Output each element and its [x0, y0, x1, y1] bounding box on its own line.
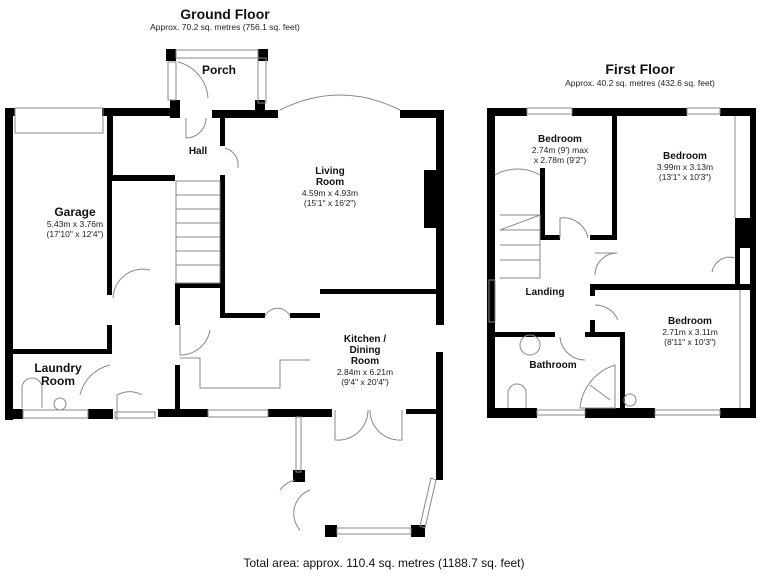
room-dims-metric: 2.74m (9') max — [531, 145, 589, 155]
room-name: Garage — [54, 205, 96, 219]
room-dims-metric: 2.71m x 3.11m — [662, 327, 718, 337]
room-hall: Hall — [178, 146, 218, 157]
room-name-line2: Dining — [349, 345, 381, 356]
first-floor-walls — [487, 108, 756, 418]
room-name: Bedroom — [668, 316, 712, 327]
room-landing: Landing — [515, 287, 575, 298]
room-bedroom-small: Bedroom 2.74m (9') max x 2.78m (9'2") — [520, 134, 600, 165]
first-floor-title: First Floor — [605, 61, 675, 77]
ground-floor-fixtures — [14, 49, 437, 535]
room-name-line2: Room — [41, 374, 75, 388]
room-dims-metric: 3.99m x 3.13m — [656, 162, 714, 172]
room-living-room: Living Room 4.59m x 4.93m (15'1" x 16'2"… — [270, 166, 390, 208]
room-name: Porch — [201, 63, 236, 77]
room-name-line1: Living — [315, 166, 345, 177]
room-name-line1: Laundry — [34, 361, 82, 375]
room-garage: Garage 5.43m x 3.76m (17'10" x 12'4") — [20, 205, 130, 240]
room-dims-imperial: (8'11" x 10'3") — [664, 337, 716, 347]
room-kitchen-dining: Kitchen / Dining Room 2.84m x 6.21m (9'4… — [310, 334, 420, 387]
first-floor-fixtures — [488, 107, 741, 416]
ground-floor-title: Ground Floor — [180, 6, 270, 22]
ground-floor-area: Approx. 70.2 sq. metres (756.1 sq. feet) — [150, 22, 300, 32]
room-name-line2: Room — [315, 177, 345, 188]
room-dims-imperial: (13'1" x 10'3") — [658, 172, 712, 182]
total-area: Total area: approx. 110.4 sq. metres (11… — [243, 556, 525, 570]
room-name-line3: Room — [350, 356, 380, 367]
room-dims-imperial: (9'4" x 20'4") — [341, 377, 389, 387]
room-bathroom: Bathroom — [518, 360, 588, 371]
room-name: Bathroom — [529, 360, 577, 371]
room-name: Landing — [525, 287, 565, 298]
room-porch: Porch — [180, 64, 258, 77]
room-name: Hall — [188, 146, 208, 157]
room-name-line1: Kitchen / — [343, 334, 387, 345]
room-dims-imperial: (15'1" x 16'2") — [303, 198, 357, 208]
room-bedroom-rear: Bedroom 2.71m x 3.11m (8'11" x 10'3") — [645, 316, 735, 347]
room-dims-metric: 4.59m x 4.93m — [301, 188, 359, 198]
room-name: Bedroom — [663, 151, 707, 162]
room-dims-metric: 5.43m x 3.76m — [46, 219, 104, 229]
room-dims-imperial: x 2.78m (9'2") — [533, 155, 587, 165]
room-bedroom-main: Bedroom 3.99m x 3.13m (13'1" x 10'3") — [640, 151, 730, 182]
room-dims-metric: 2.84m x 6.21m — [336, 367, 394, 377]
room-name: Bedroom — [538, 134, 582, 145]
room-dims-imperial: (17'10" x 12'4") — [46, 229, 104, 239]
first-floor-area: Approx. 40.2 sq. metres (432.6 sq. feet) — [565, 78, 715, 88]
room-laundry: Laundry Room — [18, 362, 98, 388]
ground-floor-walls — [5, 49, 444, 537]
